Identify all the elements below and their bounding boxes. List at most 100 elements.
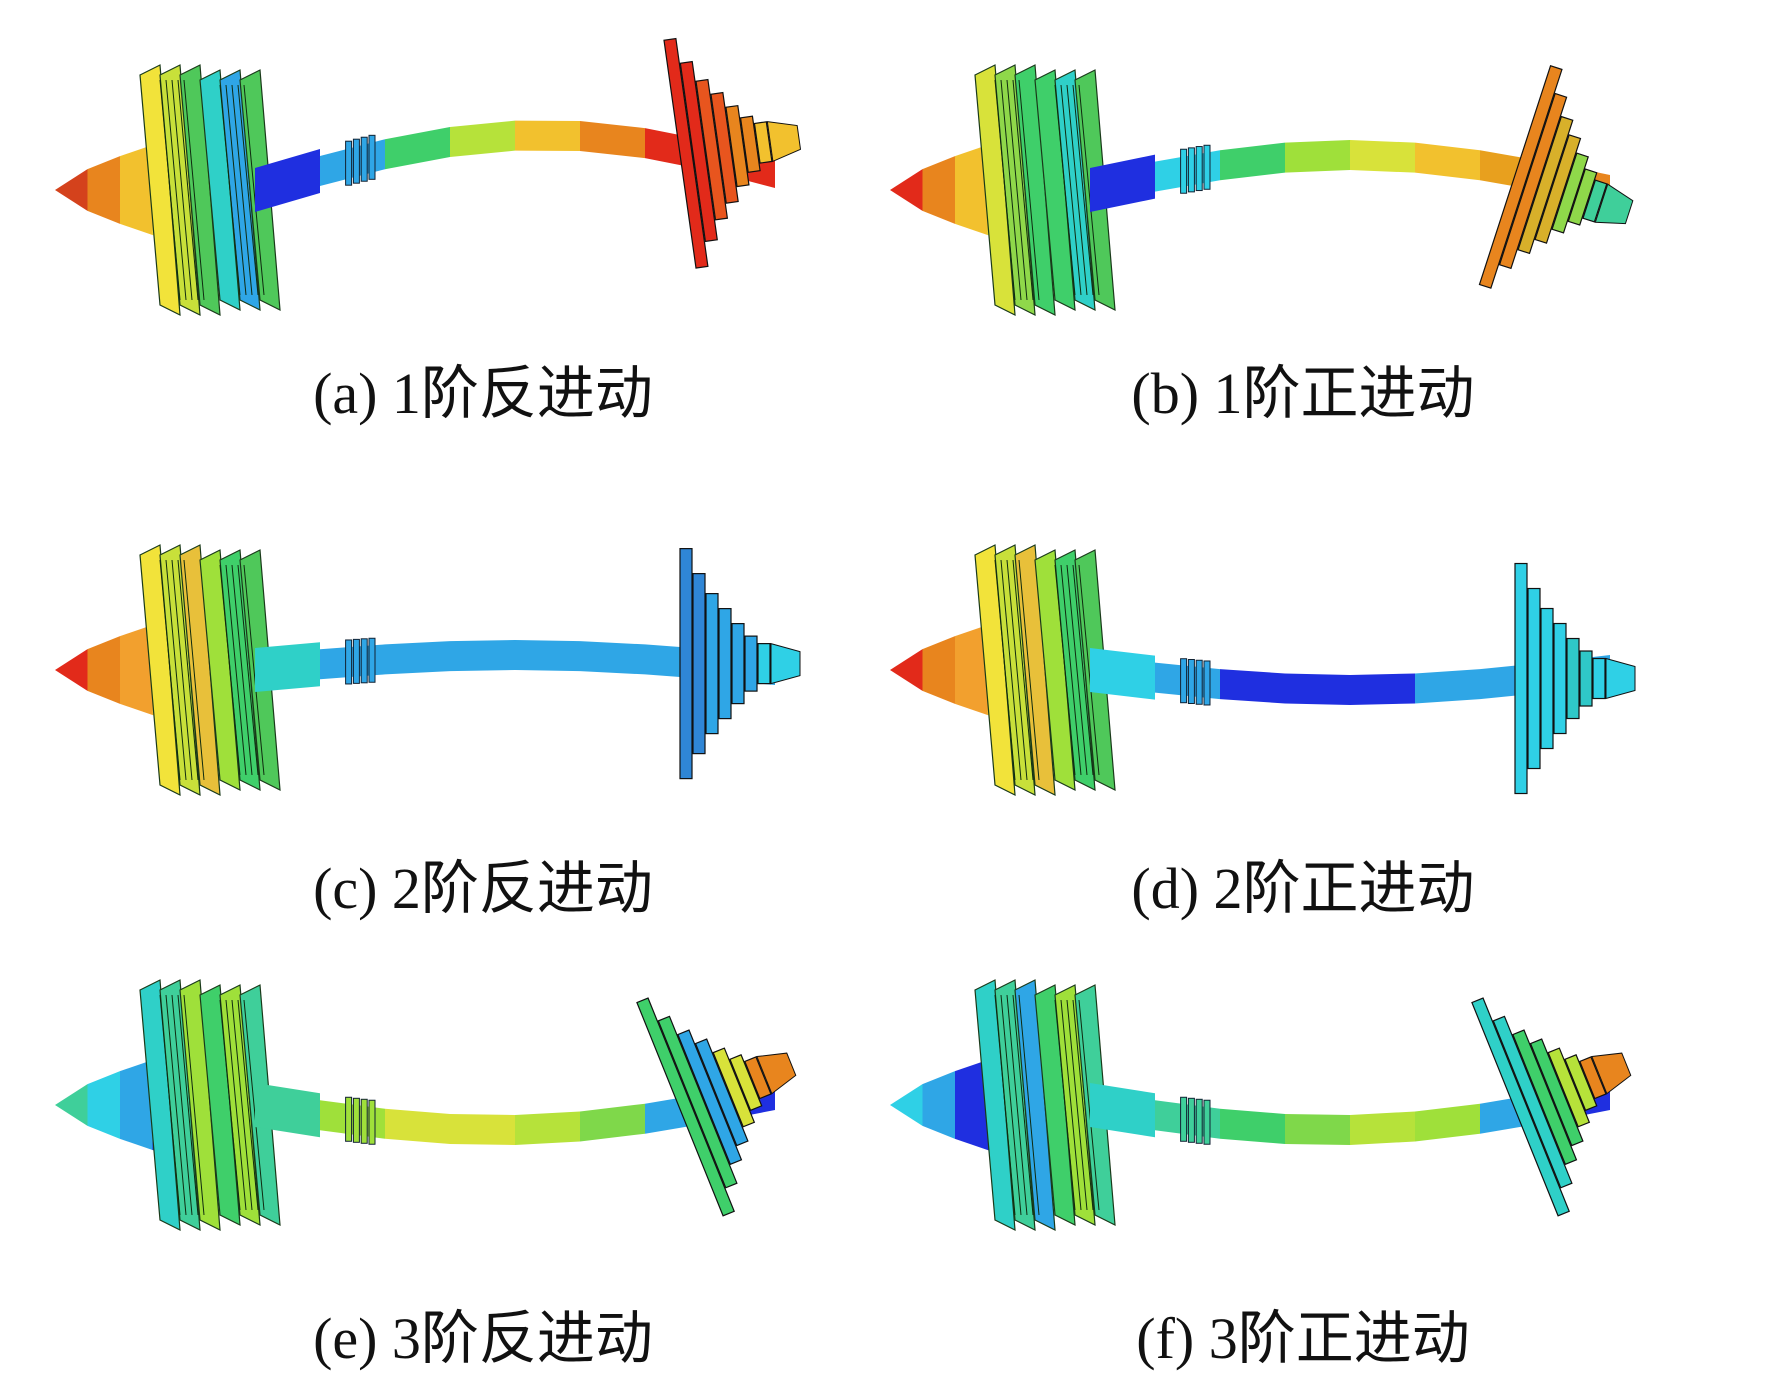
turbine-stack: [679, 548, 801, 780]
disk-blade-line: [237, 999, 259, 1211]
disk-segment: [1034, 69, 1076, 312]
turbine-disk: [1566, 637, 1580, 720]
coupling-ring: [1195, 659, 1203, 705]
disk-blade-line: [225, 564, 247, 776]
turbine-disk: [1547, 1047, 1591, 1128]
turbine-disk: [1514, 562, 1528, 795]
turbine-disk: [657, 1015, 738, 1189]
disk-blade-line: [1060, 84, 1082, 296]
coupling-ring: [360, 136, 368, 182]
disk-blade-line: [1078, 999, 1100, 1211]
disk-segment: [179, 979, 221, 1232]
nose-segment: [87, 1071, 120, 1139]
disk-blade-line: [1018, 994, 1040, 1216]
disk-blade-line: [165, 994, 187, 1216]
disk-blade-line: [177, 994, 199, 1216]
coupling-ring: [1180, 148, 1188, 194]
coupling-ring: [1195, 146, 1203, 192]
turbine-disk: [694, 1038, 749, 1147]
fan-disk-2: [1034, 984, 1116, 1227]
turbine-disk: [1551, 152, 1589, 234]
disk-blade-line: [1072, 999, 1094, 1211]
disk-blade-line: [159, 994, 181, 1216]
nose-segment: [955, 145, 988, 235]
shaft-segment: [1090, 648, 1155, 700]
caption-f: (f) 3阶正进动: [1136, 1306, 1470, 1371]
turbine-stack: [636, 997, 797, 1217]
disk-blade-line: [225, 999, 247, 1211]
disk-blade-line: [1072, 564, 1094, 776]
nose-segment: [55, 1084, 88, 1126]
coupling-ring: [1195, 1098, 1203, 1144]
shaft-segment: [450, 640, 515, 672]
coupling-ring: [352, 138, 360, 184]
disk-blade-line: [171, 79, 193, 301]
fan-disk-1: [974, 979, 1056, 1232]
tail-cone: [1591, 1052, 1632, 1095]
disk-blade-line: [1078, 84, 1100, 296]
disk-blade-line: [1072, 84, 1094, 296]
coupling-ring: [1180, 1096, 1188, 1142]
caption-c: (c) 2阶反进动: [313, 856, 653, 921]
shaft-segment: [1285, 1113, 1350, 1145]
disk-blade-line: [183, 994, 205, 1216]
turbine-disk: [1529, 1038, 1584, 1147]
turbine-disk: [1582, 179, 1608, 223]
shaft-segment: [1415, 1103, 1480, 1142]
shaft-segment: [580, 641, 645, 675]
disk-segment: [1034, 549, 1076, 792]
shaft-segment: [450, 120, 515, 158]
disk-blade-line: [1000, 79, 1022, 301]
turbine-rotated-group: [1514, 562, 1636, 795]
disk-blade-line: [171, 994, 193, 1216]
shaft-segment: [255, 642, 320, 692]
tail-cone: [756, 1052, 797, 1095]
turbine-disk: [636, 997, 735, 1217]
disk-segment: [199, 549, 241, 792]
disk-blade-line: [1006, 79, 1028, 301]
shaft-segment: [255, 1083, 320, 1138]
disk-segment: [1034, 984, 1076, 1227]
disk-blade-line: [1018, 79, 1040, 301]
nose-segment: [955, 1060, 988, 1150]
panel-c: [55, 544, 801, 797]
caption-d: (d) 2阶正进动: [1131, 856, 1475, 921]
turbine-disk: [677, 1029, 743, 1166]
disk-blade-line: [165, 79, 187, 301]
turbine-disk: [692, 573, 706, 755]
coupling-ring: [368, 134, 376, 180]
turbine-disk: [1564, 1054, 1598, 1112]
disk-segment: [179, 64, 221, 317]
disk-segment: [974, 544, 1016, 797]
shaft-segment: [515, 1111, 580, 1145]
turbine-disk: [739, 115, 761, 174]
caption-b: (b) 1阶正进动: [1131, 361, 1475, 426]
turbine-disk: [1498, 92, 1568, 270]
turbine-disk: [731, 623, 745, 705]
disk-segment: [199, 69, 241, 312]
shaft-segment: [1350, 673, 1415, 705]
disk-blade-line: [219, 84, 241, 296]
coupling-ring: [352, 638, 360, 684]
disk-blade-line: [1012, 559, 1034, 781]
disk-blade-line: [219, 999, 241, 1211]
disk-blade-line: [165, 559, 187, 781]
disk-blade-line: [994, 79, 1016, 301]
nose-segment: [55, 169, 88, 211]
disk-segment: [974, 979, 1016, 1232]
nose-segment: [922, 1071, 955, 1139]
disk-blade-line: [994, 559, 1016, 781]
disk-blade-line: [1054, 999, 1076, 1211]
coupling-ring: [1187, 1097, 1195, 1143]
fan-disk-1: [974, 64, 1056, 317]
nose-segment: [87, 156, 120, 224]
turbine-stack: [1471, 997, 1632, 1217]
turbine-disk: [725, 104, 750, 188]
disk-segment: [1014, 979, 1056, 1232]
disk-segment: [139, 64, 181, 317]
shaft-segment: [385, 1108, 450, 1144]
panel-e: [55, 979, 797, 1232]
coupling-ring: [1203, 660, 1211, 706]
